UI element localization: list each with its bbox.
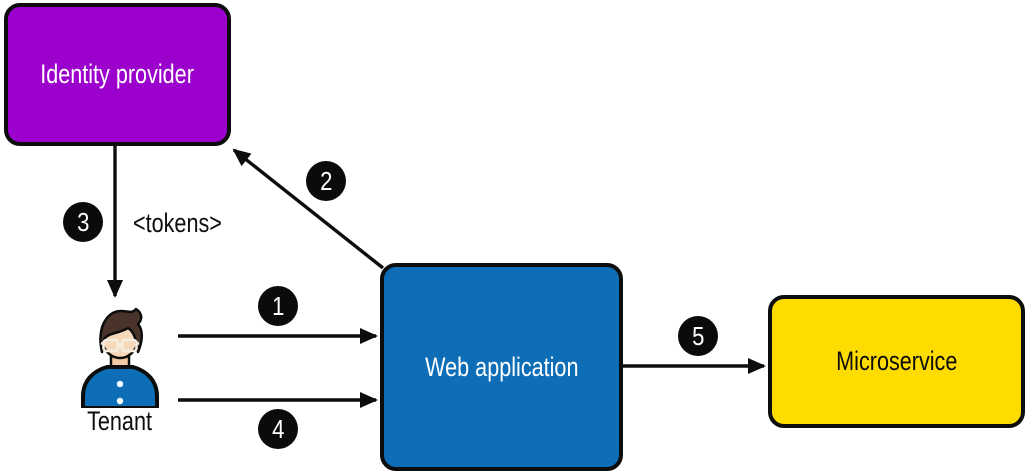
node-web-application: Web application [380, 263, 623, 471]
step-badge-5: 5 [678, 316, 718, 356]
tokens-annotation: <tokens> [133, 208, 222, 238]
microservice-label: Microservice [835, 346, 958, 376]
node-identity-provider: Identity provider [4, 3, 231, 146]
web-application-label: Web application [424, 351, 579, 382]
step-badge-1: 1 [258, 286, 298, 326]
glasses-icon [100, 338, 140, 353]
step-badge-4: 4 [258, 409, 298, 449]
tenant-label: Tenant [87, 406, 153, 436]
step-badge-2: 2 [306, 161, 346, 201]
arrow-step2-webapp-to-identity [232, 148, 385, 270]
person-icon [81, 307, 159, 408]
identity-provider-label: Identity provider [40, 59, 195, 89]
step-badge-3: 3 [63, 202, 103, 242]
node-microservice: Microservice [768, 295, 1025, 428]
